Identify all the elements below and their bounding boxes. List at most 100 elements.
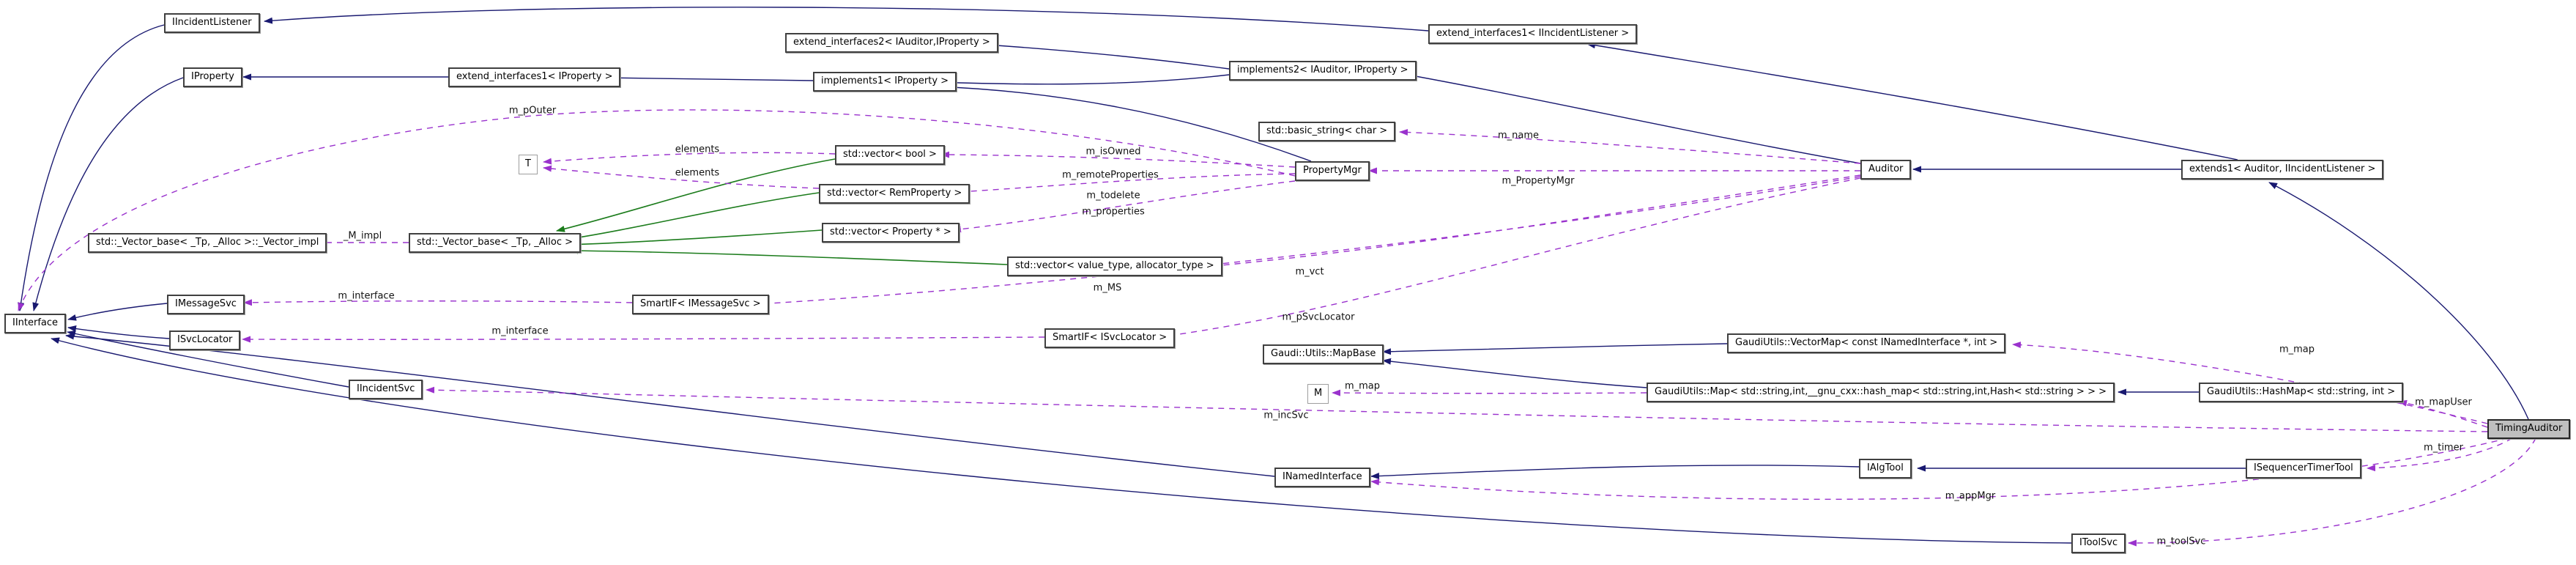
node-extend-interfaces1-iproperty[interactable]: extend_interfaces1< IProperty >: [448, 67, 621, 87]
edge-vectorbool-elements-t: [543, 152, 836, 165]
node-std-vector-base: std::_Vector_base< _Tp, _Alloc >: [409, 233, 582, 253]
node-label: std::_Vector_base< _Tp, _Alloc >::_Vecto…: [96, 237, 319, 248]
node-label: PropertyMgr: [1303, 165, 1362, 176]
edge-label-elements-remproperty: elements: [675, 167, 720, 179]
node-implements2-iauditor-iproperty[interactable]: implements2< IAuditor, IProperty >: [1229, 61, 1417, 81]
node-extends1-auditor-iincidentlistener[interactable]: extends1< Auditor, IIncidentListener >: [2181, 160, 2384, 180]
node-gaudi-utils-mapbase[interactable]: Gaudi::Utils::MapBase: [1263, 344, 1384, 364]
node-label: Auditor: [1868, 163, 1904, 174]
edge-propertymgr-misowned-vectorbool: [940, 151, 1296, 168]
edge-label-elements-bool: elements: [675, 144, 720, 155]
edge-vectormap-to-mapbase: [1382, 343, 1728, 355]
edge-label-m-remoteproperties: m_remoteProperties: [1062, 169, 1159, 181]
node-label: SmartIF< IMessageSvc >: [640, 298, 761, 309]
edge-label-m-incsvc: m_incSvc: [1263, 410, 1309, 421]
node-label: IProperty: [191, 71, 234, 82]
node-implements1-iproperty[interactable]: implements1< IProperty >: [813, 72, 957, 92]
node-gaudiutils-hashmap[interactable]: GaudiUtils::HashMap< std::string, int >: [2199, 383, 2404, 402]
node-label: TimingAuditor: [2495, 423, 2563, 434]
edge-label-m-map-outer: m_map: [2279, 344, 2315, 355]
node-isequencertimertool[interactable]: ISequencerTimerTool: [2246, 459, 2361, 479]
edge-auditor-mname-basicstring: [1399, 128, 1861, 164]
node-label: std::_Vector_base< _Tp, _Alloc >: [417, 237, 574, 248]
edge-iincidentlistener-to-iinterface: [18, 24, 165, 311]
node-label: ISequencerTimerTool: [2254, 462, 2353, 473]
node-smartif-isvclocator[interactable]: SmartIF< ISvcLocator >: [1044, 328, 1176, 348]
node-std-vector-base-vector-impl: std::_Vector_base< _Tp, _Alloc >::_Vecto…: [88, 233, 327, 253]
node-ialgtool[interactable]: IAlgTool: [1859, 459, 1912, 479]
edge-label-m-ms: m_MS: [1093, 282, 1122, 294]
edge-timingauditor-mtimer-isequencertimertool: [2367, 437, 2513, 472]
edge-iproperty-to-iinterface: [32, 77, 184, 311]
node-label: extend_interfaces2< IAuditor,IProperty >: [793, 37, 990, 48]
edge-isvclocator-to-iinterface: [67, 325, 170, 339]
node-std-vector-bool: std::vector< bool >: [835, 145, 945, 165]
edge-smartifmsgsvc-minterface-imessagesvc: [243, 299, 633, 306]
node-smartif-imessagesvc[interactable]: SmartIF< IMessageSvc >: [632, 295, 769, 314]
node-std-basic-string-char: std::basic_string< char >: [1258, 122, 1396, 141]
edge-label-m-mapuser: m_mapUser: [2415, 396, 2472, 408]
node-label: extend_interfaces1< IProperty >: [456, 71, 613, 82]
node-label: IToolSvc: [2079, 537, 2118, 548]
node-label: std::vector< RemProperty >: [827, 188, 962, 199]
edge-smartifsvcloc-minterface-isvclocator: [242, 336, 1045, 343]
edge-label-m-isowned: m_isOwned: [1085, 146, 1141, 158]
edge-label-m-propertymgr: m_PropertyMgr: [1502, 175, 1575, 187]
node-iproperty[interactable]: IProperty: [183, 67, 242, 87]
node-propertymgr[interactable]: PropertyMgr: [1295, 161, 1370, 181]
edge-label-m-vct: m_vct: [1295, 266, 1324, 278]
edge-label-m-appmgr: m_appMgr: [1945, 490, 1996, 502]
node-label: implements1< IProperty >: [821, 75, 949, 86]
node-std-vector-value-type: std::vector< value_type, allocator_type …: [1007, 256, 1222, 276]
node-std-vector-property-ptr: std::vector< Property * >: [822, 223, 959, 243]
node-label: std::vector< value_type, allocator_type …: [1015, 260, 1214, 271]
node-label: Gaudi::Utils::MapBase: [1271, 348, 1376, 359]
edge-timingauditor-mmapuser-hashmap: [2398, 399, 2488, 428]
node-std-vector-remproperty: std::vector< RemProperty >: [819, 184, 970, 204]
edge-impl1-to-ext1iprop: [602, 74, 814, 81]
node-auditor[interactable]: Auditor: [1860, 160, 1912, 180]
node-timingauditor: TimingAuditor: [2487, 419, 2571, 439]
edge-timingauditor-mincsvc-iincidentsvc: [426, 386, 2488, 432]
node-label: GaudiUtils::VectorMap< const INamedInter…: [1735, 337, 1998, 348]
edge-iincidentsvc-to-iinterface: [67, 330, 349, 388]
edge-impl2-to-impl1: [935, 74, 1230, 86]
node-gaudiutils-vectormap[interactable]: GaudiUtils::VectorMap< const INamedInter…: [1727, 333, 2006, 353]
edge-propertymgr-mpouter-iinterface: [18, 109, 1296, 311]
node-label: IIncidentSvc: [357, 383, 415, 394]
edge-vectorrem-to-vectorbase: [569, 192, 820, 241]
node-iinterface[interactable]: IInterface: [4, 314, 67, 333]
node-gaudiutils-map[interactable]: GaudiUtils::Map< std::string,int,__gnu_c…: [1647, 383, 2115, 402]
edge-label-m-timer: m_timer: [2424, 442, 2463, 454]
node-label: GaudiUtils::Map< std::string,int,__gnu_c…: [1655, 386, 2107, 397]
edge-propertymgr-mproperties-vectorptr: [952, 180, 1296, 233]
node-extend-interfaces2-iauditor-iproperty[interactable]: extend_interfaces2< IAuditor,IProperty >: [785, 33, 998, 53]
edge-extends1-to-ext1iil: [1586, 42, 2238, 160]
node-iincidentlistener[interactable]: IIncidentListener: [164, 13, 260, 33]
edge-imessagesvc-to-iinterface: [67, 303, 168, 321]
edge-ialgtool-to-inamedinterface: [1370, 465, 1860, 480]
edge-itoolsvc-to-iinterface: [51, 337, 2072, 544]
node-itoolsvc[interactable]: IToolSvc: [2071, 533, 2126, 553]
edge-inamedinterface-to-iinterface: [65, 333, 1275, 477]
node-label: std::vector< bool >: [843, 149, 937, 160]
edge-label-m-toolsvc: m_toolSvc: [2156, 536, 2206, 547]
node-template-param-t: T: [519, 155, 538, 174]
node-label: IAlgTool: [1867, 462, 1904, 473]
node-label: SmartIF< ISvcLocator >: [1053, 332, 1168, 343]
node-imessagesvc[interactable]: IMessageSvc: [167, 295, 245, 314]
node-extend-interfaces1-iincidentlistener[interactable]: extend_interfaces1< IIncidentListener >: [1428, 24, 1638, 44]
edge-gaudimap-to-mapbase: [1382, 358, 1647, 388]
node-label: ISvcLocator: [177, 334, 233, 345]
edge-vectorptr-to-vectorbase: [569, 229, 823, 248]
edge-vectorbool-to-vectorbase: [556, 158, 836, 232]
edge-auditor-to-impl2: [1395, 70, 1861, 164]
edge-label-m-map-inner: m_map: [1344, 380, 1381, 392]
edge-propertymgr-to-impl1: [935, 83, 1312, 162]
node-iincidentsvc[interactable]: IIncidentSvc: [349, 380, 423, 399]
edge-timingauditor-mmap-vectormap: [2012, 341, 2488, 424]
node-inamedinterface[interactable]: INamedInterface: [1274, 468, 1370, 487]
node-isvclocator[interactable]: ISvcLocator: [169, 330, 241, 350]
